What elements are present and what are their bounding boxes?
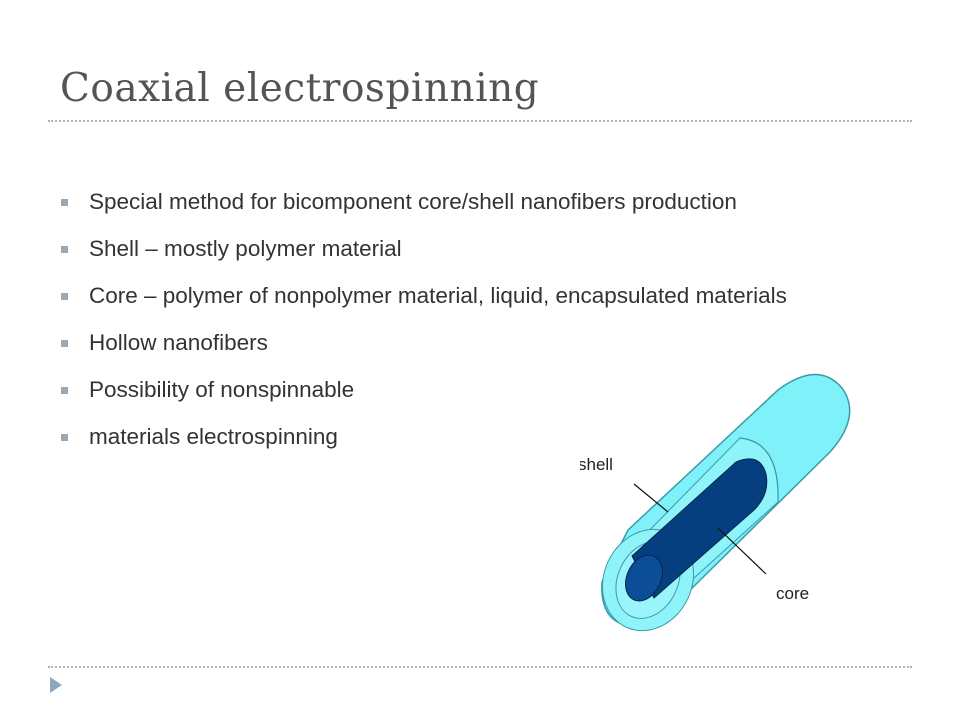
triangle-marker-icon — [50, 677, 62, 693]
bullet-item: Shell – mostly polymer material — [60, 232, 860, 266]
square-bullet-icon — [61, 387, 68, 394]
square-bullet-icon — [61, 199, 68, 206]
bullet-item: Core – polymer of nonpolymer material, l… — [60, 279, 860, 313]
bullet-text: Hollow nanofibers — [89, 330, 268, 355]
square-bullet-icon — [61, 340, 68, 347]
bullet-item: Hollow nanofibers — [60, 326, 860, 360]
bullet-text: Possibility of nonspinnable — [89, 377, 355, 402]
footer-divider — [48, 666, 912, 668]
core-label: core — [776, 584, 809, 603]
shell-label: shell — [580, 455, 613, 474]
square-bullet-icon — [61, 434, 68, 441]
title-divider — [48, 120, 912, 122]
bullet-text: Special method for bicomponent core/shel… — [89, 189, 737, 214]
slide-title: Coaxial electrospinning — [60, 66, 540, 111]
bullet-text: materials electrospinning — [89, 424, 338, 449]
bullet-item: Possibility of nonspinnable — [60, 373, 860, 407]
bullet-text: Shell – mostly polymer material — [89, 236, 402, 261]
shell-leader-line — [633, 483, 669, 513]
core-rod — [625, 458, 768, 602]
core-leader-line — [717, 527, 767, 575]
bullet-item: materials electrospinning — [60, 420, 860, 454]
bullet-text: Core – polymer of nonpolymer material, l… — [89, 283, 787, 308]
bullet-item: Special method for bicomponent core/shel… — [60, 185, 860, 219]
core-shell-fiber-diagram: shell core — [580, 373, 851, 632]
bullet-list: Special method for bicomponent core/shel… — [60, 185, 860, 467]
square-bullet-icon — [61, 246, 68, 253]
square-bullet-icon — [61, 293, 68, 300]
